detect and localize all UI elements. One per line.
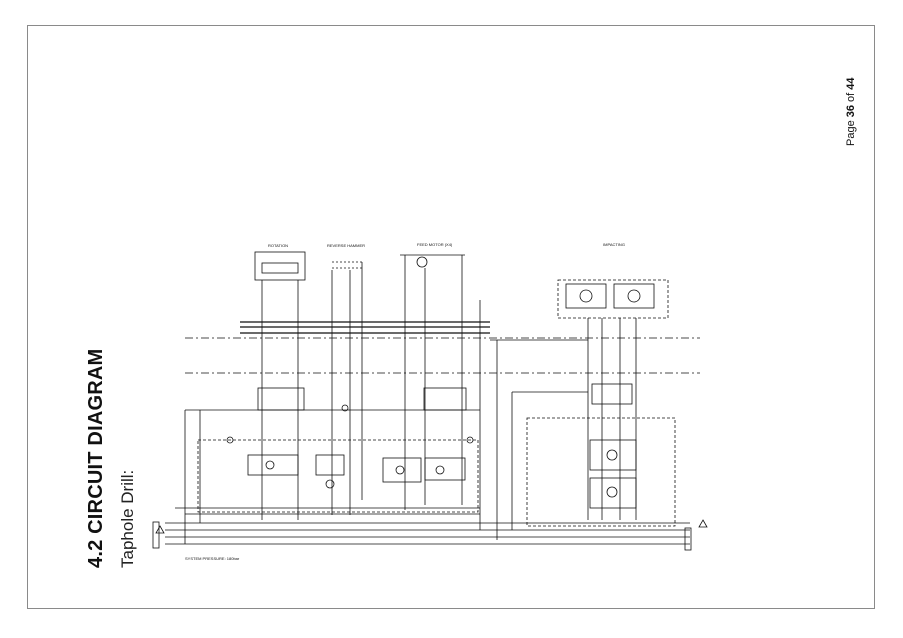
reverse-hammer-group: REVERSE HAMMER [327, 243, 365, 269]
reverse-hammer-label: REVERSE HAMMER [327, 243, 365, 248]
feed-motor-label: FEED MOTOR (X4) [417, 242, 453, 247]
system-pressure-label: SYSTEM PRESSURE: 180bar [185, 556, 240, 561]
rotation-label: ROTATION [268, 243, 288, 248]
impacting-group: IMPACTING [557, 242, 669, 319]
impacting-label: IMPACTING [603, 242, 625, 247]
page-frame [27, 25, 875, 609]
feed-motor-group: FEED MOTOR (X4) [400, 242, 465, 268]
rotation-group: ROTATION [254, 243, 306, 281]
